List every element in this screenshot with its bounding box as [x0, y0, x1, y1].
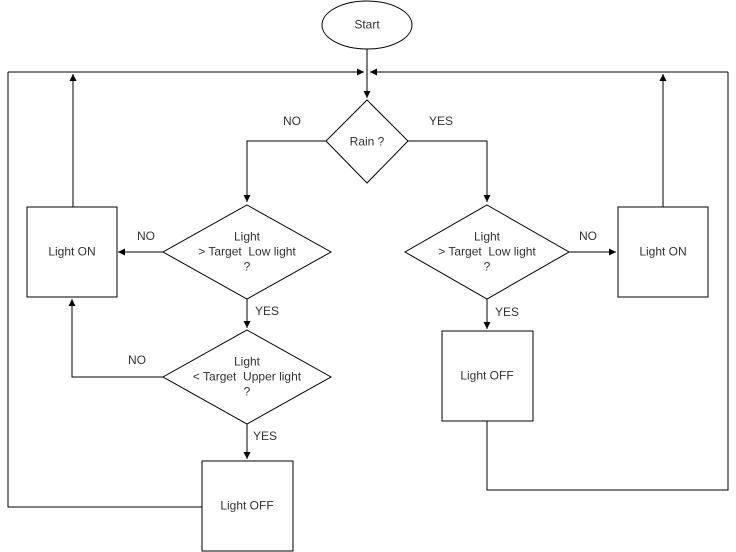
right-light-on-node: [617, 206, 709, 298]
left-light-on-node: [26, 206, 118, 298]
left-light-off-node: [201, 460, 294, 552]
left-low-light-decision-node: [161, 204, 333, 300]
edge-left-upper-no: [68, 299, 163, 378]
right-light-off-node: [441, 330, 534, 422]
start-node: [321, 0, 413, 50]
edge-right-lightoff-loop: [486, 72, 729, 491]
edge-rain-no: [243, 140, 326, 202]
edge-left-lightoff-loop: [7, 72, 202, 508]
right-low-light-decision-node: [403, 204, 571, 300]
rain-decision-node: [325, 99, 409, 184]
edge-rain-yes: [408, 140, 491, 202]
left-upper-light-decision-node: [161, 329, 333, 425]
